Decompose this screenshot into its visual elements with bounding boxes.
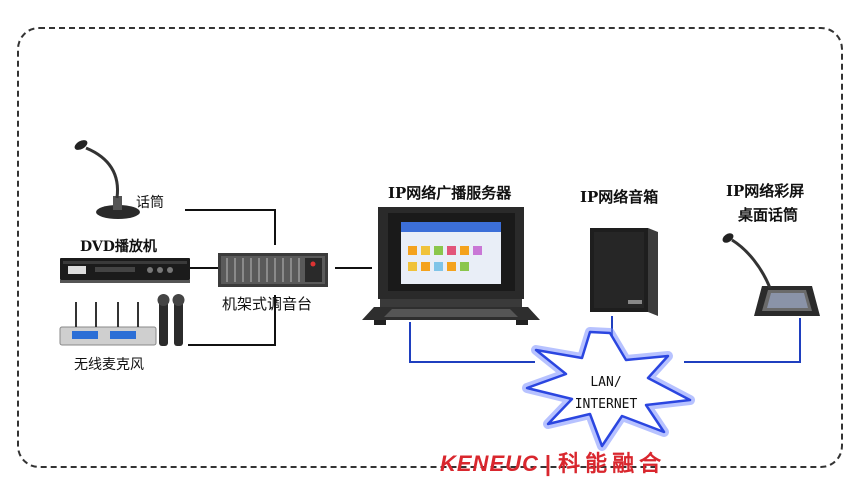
wire-wireless-to-mixer [188,295,276,346]
server-label: IP网络广播服务器 [388,184,512,202]
desk-mic-label-line1: IP网络彩屏 [726,182,805,200]
wireless-mic-label: 无线麦克风 [74,357,144,373]
brand-chinese: 科能融合 [558,451,667,476]
desk-mic-label-line2: 桌面话筒 [738,206,799,224]
wire-server-to-network [409,322,535,363]
network-burst-icon [522,327,695,451]
speaker-label: IP网络音箱 [580,188,659,206]
network-label: LAN/ INTERNET [560,372,652,416]
mic-label: 话筒 [136,195,164,211]
brand-latin: KENEUC [440,451,539,476]
rack-mixer-icon [218,253,328,287]
wire-mic-to-mixer [185,209,276,245]
dashed-frame [17,27,843,468]
network-label-line1: LAN/ [590,375,622,390]
rack-server-icon [362,207,540,325]
wire-deskmic-to-network [684,318,801,363]
brand-logo: KENEUC|科能融合 [440,446,666,478]
dvd-player-icon [60,258,190,283]
network-label-line2: INTERNET [574,397,638,412]
gooseneck-mic-icon [74,140,140,219]
mixer-label: 机架式调音台 [222,295,313,313]
network-speaker-icon [590,228,658,316]
brand-separator: | [544,451,553,476]
desk-mic-icon [722,233,820,316]
dvd-label: DVD播放机 [80,239,157,255]
wireless-mic-icon [59,294,185,346]
